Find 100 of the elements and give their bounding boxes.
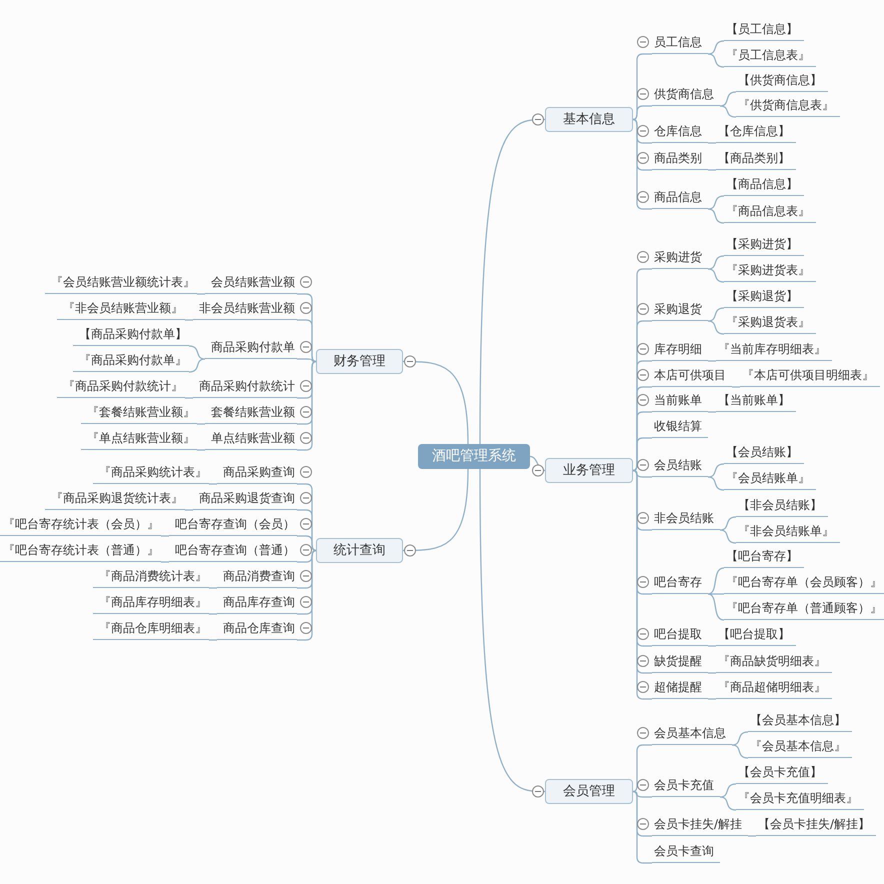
detail-topic-label: 『商品消费统计表』 — [93, 564, 209, 588]
connector-line — [708, 360, 716, 362]
connector-line — [708, 672, 716, 674]
detail-topic-label: 【员工信息】 — [724, 17, 804, 41]
detail-topic-label: 『员工信息表』 — [724, 43, 816, 67]
detail-topic-label: 『采购进货表』 — [724, 258, 816, 282]
connector-line — [708, 208, 724, 224]
subtopic-label: 缺货提醒 — [652, 649, 708, 673]
subtopic-label: 吧台寄存查询（会员） — [169, 512, 297, 536]
detail-topic-label: 【会员卡充值】 — [736, 760, 828, 784]
connector-line — [708, 255, 724, 270]
detail-topic-label: 【商品采购付款单】 — [73, 322, 189, 346]
detail-topic-label: 『会员基本信息』 — [748, 734, 852, 758]
subtopic-label: 吧台提取 — [652, 622, 708, 646]
detail-topic-label: 【会员基本信息】 — [748, 708, 852, 732]
subtopic-label: 员工信息 — [652, 30, 708, 54]
detail-topic-label: 【商品类别】 — [716, 146, 796, 170]
subtopic-label: 商品库存查询 — [217, 590, 297, 614]
subtopic-label: 当前账单 — [652, 388, 708, 412]
connector-line — [632, 790, 652, 864]
detail-topic-label: 『商品仓库明细表』 — [93, 616, 209, 640]
detail-topic-label: 【仓库信息】 — [716, 119, 796, 143]
connector-line — [708, 40, 724, 55]
connector-line — [708, 320, 724, 335]
detail-topic-label: 『非会员结账单』 — [736, 519, 840, 543]
subtopic-label: 会员卡查询 — [652, 839, 720, 863]
topic-box: 统计查询 — [316, 538, 403, 563]
detail-topic-label: 『吧台寄存统计表（会员）』 — [0, 512, 161, 536]
detail-topic-label: 『商品采购统计表』 — [93, 460, 209, 484]
subtopic-label: 库存明细 — [652, 337, 708, 361]
detail-topic-label: 『供货商信息表』 — [736, 93, 840, 117]
connector-line — [720, 91, 736, 107]
subtopic-label: 会员卡充值 — [652, 773, 720, 797]
detail-topic-label: 『吧台寄存统计表（普通）』 — [0, 538, 161, 562]
topic-box: 财务管理 — [316, 349, 403, 374]
subtopic-label: 商品采购退货查询 — [193, 486, 297, 510]
connector-line — [708, 411, 716, 413]
subtopic-label: 会员结账营业额 — [205, 270, 297, 294]
detail-topic-label: 【吧台提取】 — [716, 622, 796, 646]
connector-line — [732, 386, 740, 388]
connector-line — [197, 293, 205, 295]
detail-topic-label: 『非会员结账营业额』 — [57, 296, 185, 320]
connector-line — [720, 783, 736, 798]
connector-line — [632, 744, 652, 792]
connector-line — [708, 645, 716, 647]
subtopic-label: 非会员结账 — [652, 506, 720, 530]
connector-line — [708, 169, 716, 171]
connector-line — [708, 593, 724, 595]
connector-line — [708, 142, 716, 144]
connector-line — [720, 105, 736, 118]
connector-line — [732, 731, 748, 746]
detail-topic-label: 『商品采购退货统计表』 — [45, 486, 185, 510]
subtopic-label: 商品采购付款单 — [205, 335, 297, 359]
detail-topic-label: 『套餐结账营业额』 — [81, 400, 197, 424]
connector-line — [209, 639, 217, 641]
connector-line — [185, 397, 193, 399]
subtopic-label: 采购退货 — [652, 297, 708, 321]
subtopic-label: 供货商信息 — [652, 82, 720, 106]
detail-topic-label: 『商品超储明细表』 — [716, 675, 832, 699]
subtopic-label: 商品类别 — [652, 146, 708, 170]
subtopic-label: 套餐结账营业额 — [205, 400, 297, 424]
detail-topic-label: 『采购退货表』 — [724, 310, 816, 334]
subtopic-label: 采购进货 — [652, 245, 708, 269]
subtopic-label: 单点结账营业额 — [205, 426, 297, 450]
detail-topic-label: 『本店可供项目明细表』 — [740, 363, 880, 387]
connector-line — [197, 449, 205, 451]
connector-line — [720, 796, 736, 811]
detail-topic-label: 『单点结账营业额』 — [81, 426, 197, 450]
connector-line — [708, 195, 724, 210]
connector-line — [632, 437, 652, 472]
connector-line — [297, 360, 316, 451]
topic-box: 基本信息 — [545, 107, 633, 132]
connector-line — [209, 613, 217, 615]
topic-box: 业务管理 — [545, 458, 633, 483]
connector-line — [708, 268, 724, 283]
detail-topic-label: 【商品信息】 — [724, 172, 804, 196]
detail-topic-label: 『商品库存明细表』 — [93, 590, 209, 614]
detail-topic-label: 【当前账单】 — [716, 388, 796, 412]
connector-line — [632, 470, 652, 478]
detail-topic-label: 『商品缺货明细表』 — [716, 649, 832, 673]
connector-line — [708, 463, 724, 478]
subtopic-label: 本店可供项目 — [652, 363, 732, 387]
connector-line — [632, 790, 652, 798]
detail-topic-label: 『会员卡充值明细表』 — [736, 786, 864, 810]
connector-line — [708, 476, 724, 491]
connector-line — [720, 529, 736, 544]
subtopic-label: 商品采购查询 — [217, 460, 297, 484]
detail-topic-label: 【采购进货】 — [724, 232, 804, 256]
subtopic-label: 商品信息 — [652, 185, 708, 209]
subtopic-label: 商品消费查询 — [217, 564, 297, 588]
detail-topic-label: 【会员结账】 — [724, 440, 804, 464]
subtopic-label: 商品采购付款统计 — [193, 374, 297, 398]
detail-topic-label: 『商品采购付款统计』 — [57, 374, 185, 398]
central-topic-box: 酒吧管理系统 — [418, 444, 530, 469]
connector-line — [185, 509, 193, 511]
connector-line — [708, 698, 716, 700]
connector-line — [708, 593, 724, 621]
detail-topic-label: 【采购退货】 — [724, 284, 804, 308]
detail-topic-label: 『商品信息表』 — [724, 199, 816, 223]
detail-topic-label: 『会员结账营业额统计表』 — [45, 270, 197, 294]
